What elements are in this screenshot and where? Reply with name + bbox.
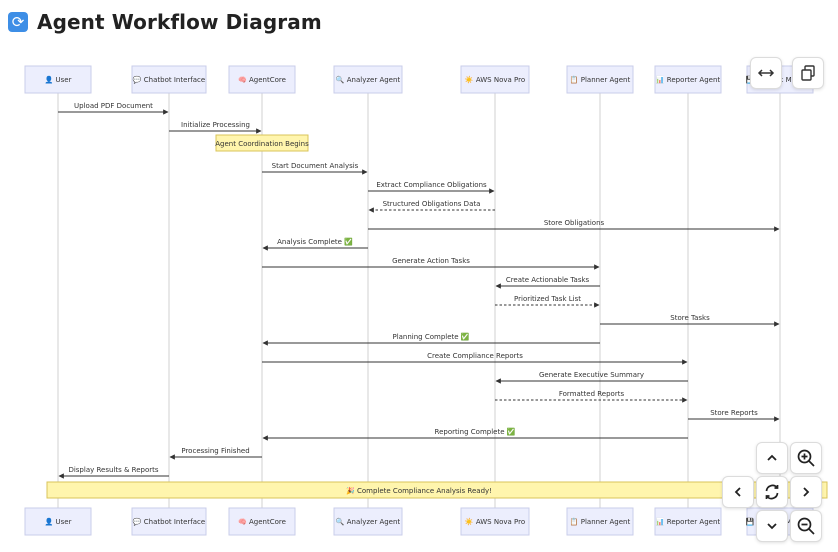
page-title: Agent Workflow Diagram — [37, 10, 322, 34]
zoom-out-button[interactable] — [790, 510, 822, 542]
pan-right-icon — [803, 487, 810, 497]
pan-right-button[interactable] — [790, 476, 822, 508]
message-label: Analysis Complete ✅ — [277, 237, 353, 246]
pan-left-icon — [734, 487, 741, 497]
actor-label: 📊 Reporter Agent — [656, 75, 721, 84]
actor-label: ☀️ AWS Nova Pro — [465, 75, 525, 84]
final-note-text: 🎉 Complete Compliance Analysis Ready! — [346, 486, 492, 495]
message-label: Formatted Reports — [559, 390, 625, 398]
pan-down-icon — [767, 523, 777, 530]
actor-label: ☀️ AWS Nova Pro — [465, 517, 525, 526]
note-agent-coordination: Agent Coordination Begins — [215, 134, 309, 152]
actor-top-chatbot: 💬 Chatbot Interface — [131, 65, 207, 94]
message-label: Create Actionable Tasks — [506, 276, 590, 284]
copy-icon — [801, 65, 815, 81]
actor-label: 🔍 Analyzer Agent — [336, 517, 401, 526]
zoom-in-icon — [797, 449, 815, 467]
expand-horizontal-icon — [757, 69, 775, 77]
message-label: Processing Finished — [181, 447, 249, 455]
pan-left-button[interactable] — [722, 476, 754, 508]
actor-label: 📋 Planner Agent — [570, 517, 631, 526]
message-label: Planning Complete ✅ — [392, 332, 469, 341]
actor-label: 📊 Reporter Agent — [656, 517, 721, 526]
refresh-icon: ⟳ — [8, 12, 28, 32]
message-label: Upload PDF Document — [74, 102, 153, 110]
actor-label: 🧠 AgentCore — [238, 76, 286, 84]
actor-top-planner: 📋 Planner Agent — [566, 65, 634, 94]
actor-label: 💬 Chatbot Interface — [133, 517, 205, 526]
actor-label: 📋 Planner Agent — [570, 75, 631, 84]
note-final: 🎉 Complete Compliance Analysis Ready! — [46, 481, 828, 499]
message-label: Initialize Processing — [181, 121, 250, 129]
actor-bottom-core: 🧠 AgentCore — [228, 507, 296, 536]
zoom-out-icon — [797, 517, 815, 535]
message-label: Create Compliance Reports — [427, 352, 523, 360]
actor-label: 👤 User — [45, 75, 72, 84]
actor-label: 💬 Chatbot Interface — [133, 75, 205, 84]
message-label: Reporting Complete ✅ — [435, 427, 516, 436]
actor-label: 👤 User — [45, 517, 72, 526]
message-label: Extract Compliance Obligations — [376, 181, 487, 189]
actor-top-core: 🧠 AgentCore — [228, 65, 296, 94]
reset-view-icon — [765, 484, 779, 500]
actor-label: 🧠 AgentCore — [238, 518, 286, 526]
actor-top-nova: ☀️ AWS Nova Pro — [460, 65, 530, 94]
actor-bottom-reporter: 📊 Reporter Agent — [654, 507, 722, 536]
message-label: Structured Obligations Data — [383, 200, 481, 208]
pan-up-button[interactable] — [756, 442, 788, 474]
pan-up-icon — [767, 454, 777, 461]
page-header: ⟳ Agent Workflow Diagram — [8, 8, 322, 36]
message-label: Prioritized Task List — [514, 295, 581, 303]
actor-top-user: 👤 User — [24, 65, 92, 94]
zoom-in-button[interactable] — [790, 442, 822, 474]
expand-horizontal-button[interactable] — [750, 57, 782, 89]
message-label: Store Obligations — [544, 219, 605, 227]
actor-bottom-chatbot: 💬 Chatbot Interface — [131, 507, 207, 536]
message-label: Display Results & Reports — [68, 466, 158, 474]
actor-bottom-nova: ☀️ AWS Nova Pro — [460, 507, 530, 536]
note-text: Agent Coordination Begins — [215, 140, 309, 148]
actor-top-reporter: 📊 Reporter Agent — [654, 65, 722, 94]
message-label: Store Reports — [710, 409, 758, 417]
reset-view-button[interactable] — [756, 476, 788, 508]
message-label: Store Tasks — [670, 314, 710, 322]
actor-label: 🔍 Analyzer Agent — [336, 75, 401, 84]
message-label: Start Document Analysis — [272, 162, 359, 170]
copy-button[interactable] — [792, 57, 824, 89]
actor-top-analyzer: 🔍 Analyzer Agent — [333, 65, 403, 94]
pan-down-button[interactable] — [756, 510, 788, 542]
message-label: Generate Action Tasks — [392, 257, 470, 265]
actor-bottom-user: 👤 User — [24, 507, 92, 536]
message-label: Generate Executive Summary — [539, 371, 644, 379]
actor-bottom-analyzer: 🔍 Analyzer Agent — [333, 507, 403, 536]
actor-bottom-planner: 📋 Planner Agent — [566, 507, 634, 536]
